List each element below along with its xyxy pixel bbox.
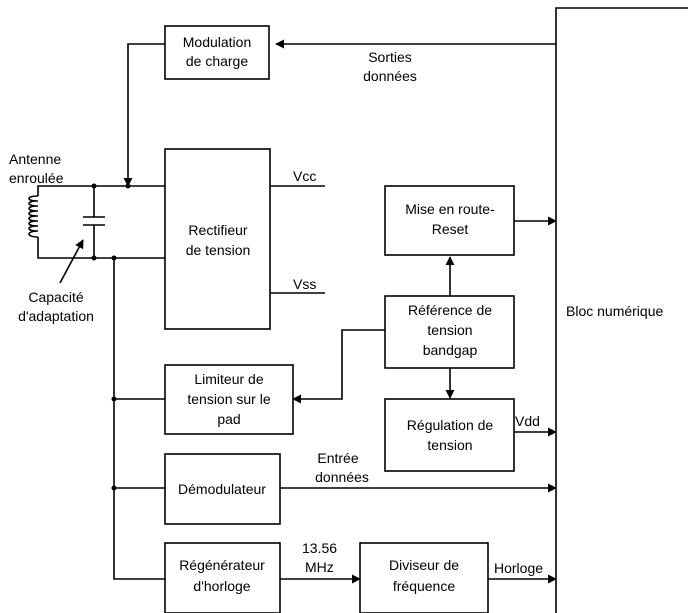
limiter-label-2: tension sur le <box>187 391 270 407</box>
connections <box>37 39 557 584</box>
divider-label-1: Diviseur de <box>389 557 459 573</box>
rectifier-label-2: de tension <box>186 242 251 258</box>
regulation-label-1: Régulation de <box>407 417 494 433</box>
limiter-label-3: pad <box>217 411 240 427</box>
clock-regen-label-2: d'horloge <box>193 578 250 594</box>
modulation-label-2: de charge <box>186 53 248 69</box>
vss-label: Vss <box>293 276 316 292</box>
rectifier-label-1: Rectifieur <box>188 222 247 238</box>
bandgap-label-1: Référence de <box>408 302 492 318</box>
data-out-label-1: Sorties <box>368 49 412 65</box>
frequency-label-1: 13.56 <box>302 540 337 556</box>
annotations: Antenne enroulée Capacité d'adaptation S… <box>9 49 543 576</box>
bandgap-block: Référence de tension bandgap <box>384 295 515 369</box>
reset-block: Mise en route- Reset <box>384 185 515 256</box>
bandgap-label-2: tension <box>427 322 472 338</box>
vcc-label: Vcc <box>293 168 316 184</box>
demodulator-label: Démodulateur <box>178 481 266 497</box>
antenna-top-wire <box>37 185 165 196</box>
digital-block: Bloc numérique <box>555 7 688 613</box>
left-trunk <box>113 258 165 580</box>
antenna-coil <box>28 195 39 238</box>
clock-regenerator-block: Régénérateur d'horloge <box>164 542 281 613</box>
antenna-bottom-wire <box>37 237 165 259</box>
demodulator-block: Démodulateur <box>164 453 281 525</box>
modulation-label-1: Modulation <box>183 34 252 50</box>
capacitor-label-1: Capacité <box>28 289 83 305</box>
divider-label-2: fréquence <box>393 578 455 594</box>
digital-block-label: Bloc numérique <box>566 303 663 319</box>
data-in-label-1: Entrée <box>317 450 358 466</box>
rectifier-block: Rectifieur de tension <box>164 148 271 330</box>
modulation-feedback-arrow <box>123 43 165 187</box>
limiter-label-1: Limiteur de <box>194 371 263 387</box>
modulation-block: Modulation de charge <box>164 25 270 80</box>
capacitor-symbol <box>83 216 105 226</box>
regulation-label-2: tension <box>427 437 472 453</box>
reset-label-1: Mise en route- <box>405 201 495 217</box>
data-in-label-2: données <box>315 469 369 485</box>
antenna-label-1: Antenne <box>9 151 61 167</box>
frequency-label-2: MHz <box>305 559 334 575</box>
regulation-block: Régulation de tension <box>384 398 515 472</box>
limiter-block: Limiteur de tension sur le pad <box>164 364 294 435</box>
clock-regen-label-1: Régénérateur <box>179 557 265 573</box>
capacitor-label-2: d'adaptation <box>18 308 94 324</box>
reset-label-2: Reset <box>432 221 469 237</box>
vdd-label: Vdd <box>515 413 540 429</box>
capacitor-pointer-arrow <box>59 239 84 284</box>
bandgap-to-limiter-arrow <box>292 329 385 404</box>
data-out-label-2: données <box>363 68 417 84</box>
clock-label: Horloge <box>494 560 543 576</box>
bandgap-label-3: bandgap <box>423 342 478 358</box>
antenna-label-2: enroulée <box>9 170 64 186</box>
junction-dots <box>91 183 131 491</box>
frequency-divider-block: Diviseur de fréquence <box>359 542 489 613</box>
